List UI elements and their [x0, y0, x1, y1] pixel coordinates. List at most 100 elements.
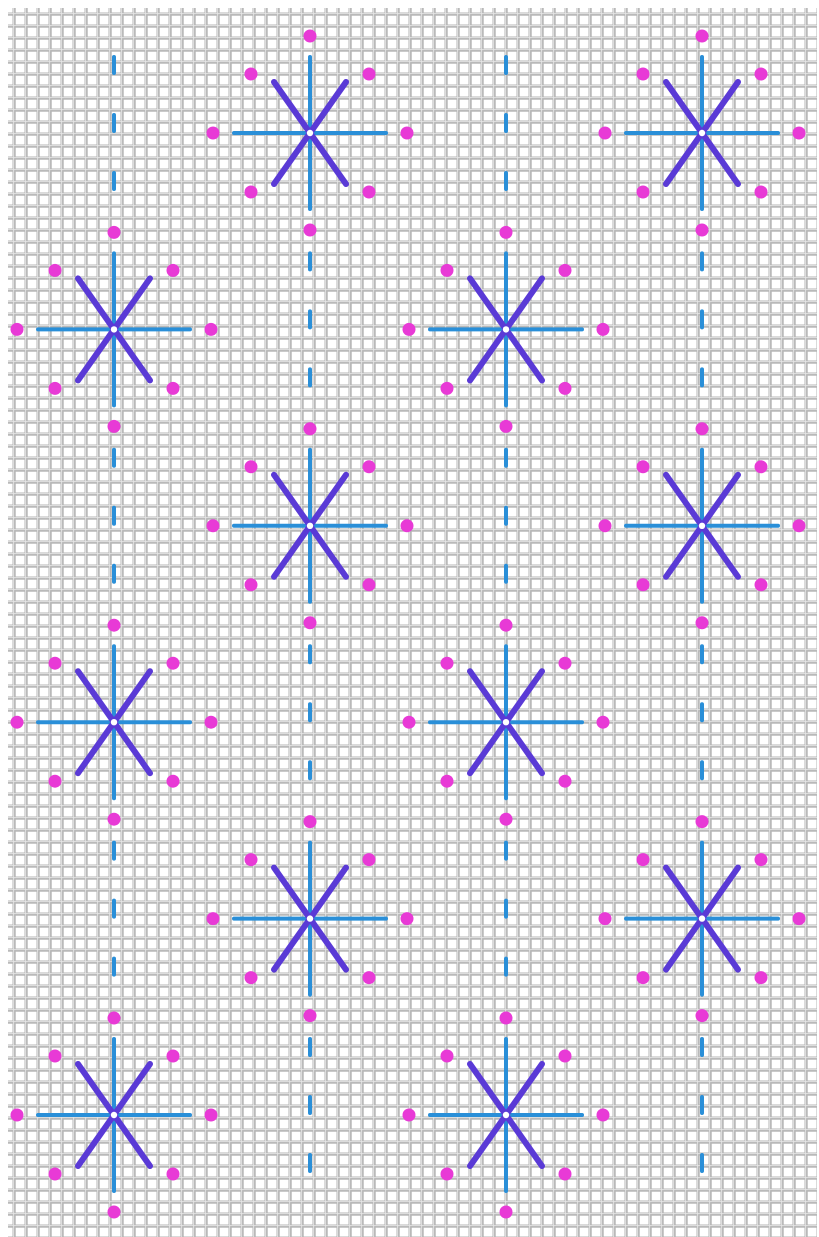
dot-icon [696, 224, 709, 237]
center-hole [503, 1112, 509, 1118]
dot-icon [500, 420, 513, 433]
dot-icon [205, 1109, 218, 1122]
dot-icon [793, 912, 806, 925]
center-hole [111, 326, 117, 332]
dot-icon [755, 186, 768, 199]
dot-icon [441, 264, 454, 277]
dot-icon [401, 519, 414, 532]
center-hole [699, 523, 705, 529]
dot-icon [559, 775, 572, 788]
dot-icon [696, 616, 709, 629]
dot-icon [304, 1009, 317, 1022]
dot-icon [49, 382, 62, 395]
dot-icon [205, 323, 218, 336]
dot-icon [597, 323, 610, 336]
dot-icon [559, 1168, 572, 1181]
dot-icon [793, 127, 806, 140]
dot-icon [755, 578, 768, 591]
dot-icon [304, 616, 317, 629]
dot-icon [363, 971, 376, 984]
dot-icon [304, 30, 317, 43]
dot-icon [441, 382, 454, 395]
dot-icon [49, 775, 62, 788]
dot-icon [49, 1168, 62, 1181]
dot-icon [755, 853, 768, 866]
dot-icon [403, 323, 416, 336]
dot-icon [245, 853, 258, 866]
dot-icon [403, 716, 416, 729]
dot-icon [49, 1050, 62, 1063]
dot-icon [108, 1206, 121, 1219]
dot-icon [11, 716, 24, 729]
dot-icon [500, 1206, 513, 1219]
center-hole [503, 719, 509, 725]
dot-icon [363, 186, 376, 199]
dot-icon [401, 912, 414, 925]
dot-icon [304, 224, 317, 237]
dot-icon [500, 226, 513, 239]
dot-icon [207, 912, 220, 925]
dot-icon [559, 264, 572, 277]
dot-icon [167, 657, 180, 670]
dot-icon [363, 460, 376, 473]
dot-icon [245, 68, 258, 81]
dot-icon [245, 460, 258, 473]
dot-icon [441, 775, 454, 788]
dot-icon [207, 127, 220, 140]
dot-icon [559, 657, 572, 670]
dot-icon [245, 186, 258, 199]
dot-icon [637, 186, 650, 199]
dot-icon [500, 619, 513, 632]
dot-icon [49, 657, 62, 670]
dot-icon [167, 382, 180, 395]
dot-icon [696, 815, 709, 828]
dot-icon [441, 1168, 454, 1181]
dot-icon [755, 68, 768, 81]
dot-icon [559, 1050, 572, 1063]
center-hole [699, 915, 705, 921]
dot-icon [793, 519, 806, 532]
dot-icon [441, 657, 454, 670]
dot-icon [108, 420, 121, 433]
dot-icon [49, 264, 62, 277]
dot-icon [696, 422, 709, 435]
dot-icon [108, 619, 121, 632]
center-hole [307, 130, 313, 136]
dot-icon [637, 853, 650, 866]
center-hole [699, 130, 705, 136]
dot-icon [11, 1109, 24, 1122]
dot-icon [599, 127, 612, 140]
center-hole [503, 326, 509, 332]
dot-icon [167, 1050, 180, 1063]
dot-icon [403, 1109, 416, 1122]
dot-icon [597, 1109, 610, 1122]
dot-icon [500, 813, 513, 826]
dot-icon [755, 971, 768, 984]
dot-icon [167, 775, 180, 788]
dot-icon [401, 127, 414, 140]
dot-icon [167, 1168, 180, 1181]
dot-icon [500, 1012, 513, 1025]
dot-icon [108, 226, 121, 239]
dot-icon [363, 578, 376, 591]
dot-icon [167, 264, 180, 277]
dot-icon [207, 519, 220, 532]
center-hole [111, 719, 117, 725]
dot-icon [108, 1012, 121, 1025]
dot-icon [304, 422, 317, 435]
dot-icon [11, 323, 24, 336]
dot-icon [108, 813, 121, 826]
dot-icon [696, 30, 709, 43]
dot-icon [637, 971, 650, 984]
dot-icon [245, 578, 258, 591]
center-hole [307, 915, 313, 921]
dot-icon [637, 460, 650, 473]
dot-icon [637, 68, 650, 81]
dot-icon [363, 68, 376, 81]
center-hole [111, 1112, 117, 1118]
dot-icon [304, 815, 317, 828]
dot-icon [363, 853, 376, 866]
dot-icon [205, 716, 218, 729]
dot-icon [441, 1050, 454, 1063]
